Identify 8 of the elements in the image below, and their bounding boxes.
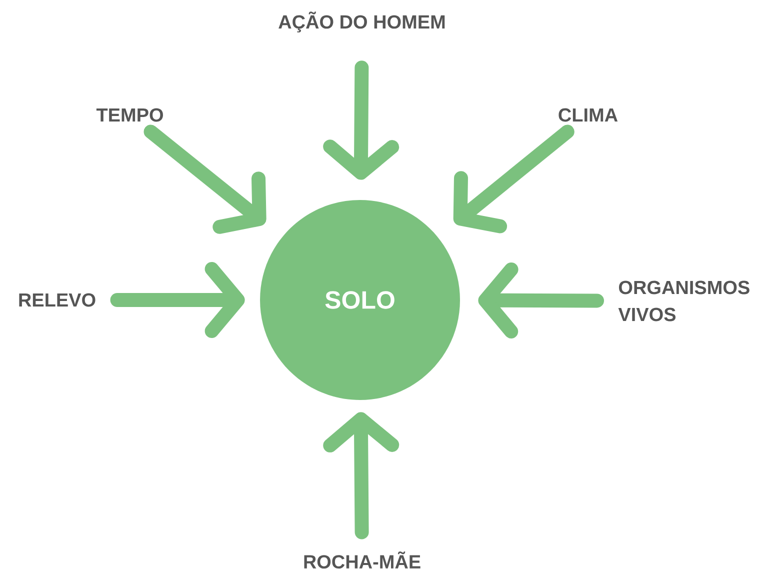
arrow (453, 124, 574, 234)
factor-label: TEMPO (96, 108, 163, 122)
factor-label: AÇÃO DO HOMEM (278, 12, 445, 32)
arrow (144, 124, 266, 234)
factor-label: ROCHA-MÃE (304, 551, 420, 569)
factor-label: CLIMA (558, 108, 618, 122)
factor-label: RELEVO (19, 293, 96, 307)
factor-label: ORGANISMOS VIVOS (618, 280, 750, 322)
